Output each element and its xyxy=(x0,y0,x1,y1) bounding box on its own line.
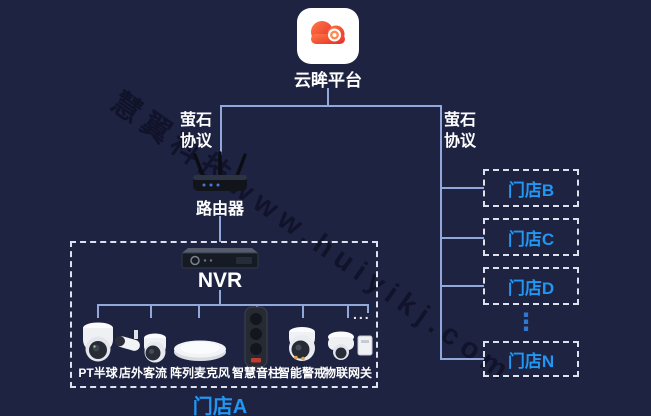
connector-drop-gateway xyxy=(347,304,349,318)
storeC-box: 门店C xyxy=(483,218,579,256)
cloud-platform-tile xyxy=(297,8,359,64)
connector-branch-storeD xyxy=(441,285,484,287)
router-label: 路由器 xyxy=(195,201,244,218)
storeB-label: 门店B xyxy=(507,180,555,200)
nvr-label: NVR xyxy=(197,269,243,292)
connector-split-bar xyxy=(220,105,442,107)
connector-drop-alert xyxy=(302,304,304,318)
connector-router-to-storeA xyxy=(219,216,221,242)
connector-branch-storeC xyxy=(441,237,484,239)
more-devices-ellipsis: ... xyxy=(353,306,371,322)
connector-branch-storeB xyxy=(441,187,484,189)
connector-drop-ptz xyxy=(97,304,99,318)
stores-ellipsis: ⋮ xyxy=(514,309,538,336)
connector-drop-bullet xyxy=(150,304,152,318)
ptz-dome-camera-icon xyxy=(74,320,122,364)
connector-drop-microphone xyxy=(198,304,200,318)
smart-speaker-column-icon xyxy=(243,306,269,368)
device-label-traffic: 店外客流 xyxy=(118,366,167,380)
ezviz-cloud-icon xyxy=(306,16,350,57)
connector-branch-storeN xyxy=(441,358,484,360)
bullet-turret-camera-icon xyxy=(114,326,172,366)
iot-gateway-icon xyxy=(324,328,376,364)
storeD-label: 门店D xyxy=(507,278,555,298)
device-label-gateway: 物联网关 xyxy=(323,366,372,380)
connector-nvr-stub xyxy=(219,290,221,306)
storeC-label: 门店C xyxy=(507,229,555,249)
storeA-container xyxy=(70,241,378,388)
protocol-label-right: 萤石 协议 xyxy=(444,112,477,150)
storeN-box: 门店N xyxy=(483,341,579,377)
connector-cloud-stub xyxy=(327,88,329,106)
cloud-platform-label: 云眸平台 xyxy=(294,71,362,90)
storeD-box: 门店D xyxy=(483,267,579,305)
nvr-recorder-icon xyxy=(178,244,262,272)
device-label-ptz: PT半球 xyxy=(78,366,118,380)
storeA-label: 门店A xyxy=(192,396,248,416)
device-label-microphone: 阵列麦克风 xyxy=(169,366,230,380)
connector-stores-spine xyxy=(440,105,442,360)
connector-to-router xyxy=(220,105,222,155)
array-microphone-icon xyxy=(172,336,228,364)
storeB-box: 门店B xyxy=(483,169,579,207)
device-label-speaker: 智慧音柱 xyxy=(231,366,280,380)
router-icon xyxy=(188,150,252,196)
protocol-label-left: 萤石 协议 xyxy=(180,112,213,150)
connector-drop-more xyxy=(367,304,369,313)
storeN-label: 门店N xyxy=(507,351,555,371)
device-label-alert: 智能警戒 xyxy=(277,366,326,380)
connector-device-bus xyxy=(97,304,369,306)
alert-turret-camera-icon xyxy=(279,324,325,364)
